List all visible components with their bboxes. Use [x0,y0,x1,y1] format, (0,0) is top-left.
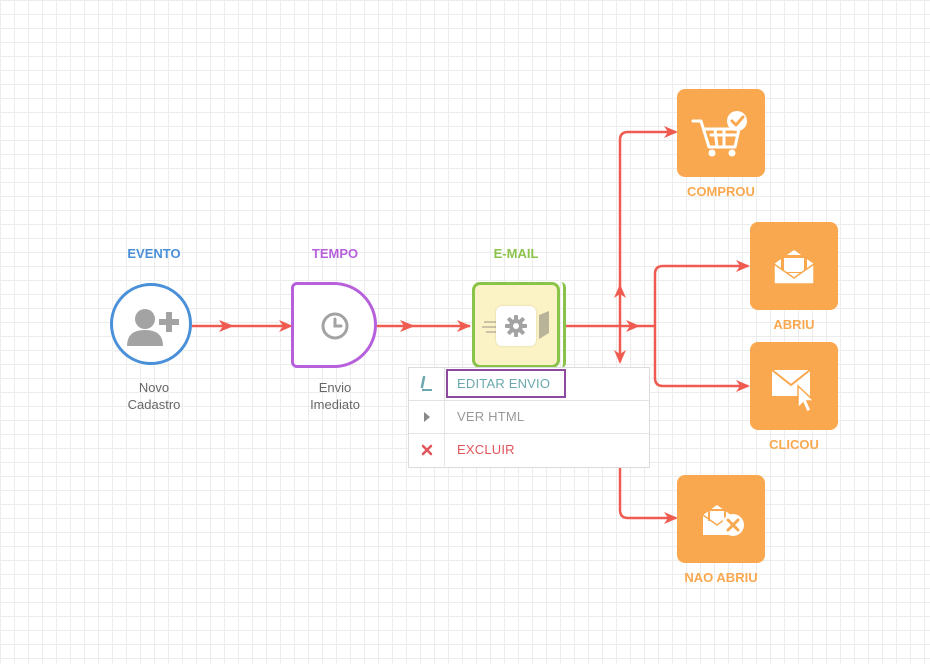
outcome-nao-abriu-node[interactable] [677,475,765,563]
menu-item-label: VER HTML [457,409,525,424]
evento-node[interactable] [110,283,192,365]
email-settings-button[interactable] [496,306,536,346]
unopened-envelope-x-icon [702,505,744,536]
evento-caption-line1: Novo [138,380,170,395]
menu-item-ver-html[interactable]: VER HTML [409,401,649,434]
page-fold-icon [539,311,549,339]
outcome-comprou-label: COMPROU [687,184,755,199]
tempo-node[interactable] [291,282,377,368]
menu-item-label: EDITAR ENVIO [457,376,551,391]
outcome-clicou-node[interactable] [750,342,838,430]
tempo-caption: Envio Imediato [275,379,395,413]
gear-icon [505,315,527,337]
email-node-bracket [561,282,566,368]
menu-item-excluir[interactable]: EXCLUIR [409,434,649,467]
tempo-title: TEMPO [311,246,359,261]
email-title: E-MAIL [493,246,539,261]
clock-icon [321,312,349,340]
play-icon [409,401,445,433]
outcome-nao-abriu-label: NAO ABRIU [684,570,758,585]
menu-selected-outline [446,369,566,398]
envelope-cursor-icon [771,369,816,414]
add-user-icon [127,309,179,346]
menu-item-editar-envio[interactable]: EDITAR ENVIO [409,368,649,401]
menu-item-label: EXCLUIR [457,442,515,457]
email-context-menu: EDITAR ENVIO VER HTML EXCLUIR [408,367,650,468]
pencil-icon [409,368,445,400]
x-icon [409,434,445,466]
tempo-caption-line2: Imediato [310,397,360,412]
evento-title: EVENTO [127,246,181,261]
evento-caption-line2: Cadastro [127,397,181,412]
email-node[interactable] [472,282,560,368]
open-envelope-icon [773,250,815,285]
outcome-abriu-node[interactable] [750,222,838,310]
tempo-caption-line1: Envio [318,380,352,395]
evento-caption: Novo Cadastro [94,379,214,413]
outcome-comprou-node[interactable] [677,89,765,177]
cart-check-icon [691,111,747,157]
outcome-clicou-label: CLICOU [769,437,819,452]
outcome-abriu-label: ABRIU [773,317,815,332]
speed-lines-icon [482,321,496,333]
